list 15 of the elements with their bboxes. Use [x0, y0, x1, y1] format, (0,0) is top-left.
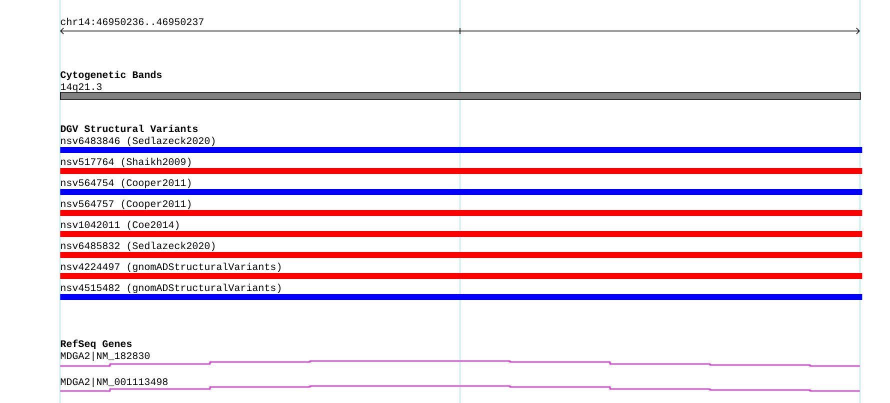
feature-label: nsv6485832 (Sedlazeck2020)	[61, 242, 215, 252]
feature-label: nsv1042011 (Coe2014)	[61, 220, 179, 230]
feature-label: 14q21.3	[60, 83, 102, 92]
feature-label: nsv4224497 (gnomADStructuralVariants)	[61, 262, 281, 272]
feature-label: nsv517764 (Shaikh2009)	[61, 158, 191, 168]
feature-label: MDGA2|NM_182830	[60, 352, 150, 362]
coordinate-label: chr14:46950236..46950237	[60, 18, 204, 26]
feature-label: nsv6483846 (Sedlazeck2020)	[61, 136, 215, 146]
section-heading: Cytogenetic Bands	[60, 70, 162, 80]
section-heading: DGV Structural Variants	[60, 124, 198, 132]
feature-label: nsv564754 (Cooper2011)	[61, 178, 191, 188]
feature-label: nsv4515482 (gnomADStructuralVariants)	[61, 284, 281, 294]
feature-label: MDGA2|NM_001113498	[60, 378, 168, 388]
section-heading: RefSeq Genes	[60, 340, 132, 350]
feature-label: nsv564757 (Cooper2011)	[61, 200, 191, 210]
